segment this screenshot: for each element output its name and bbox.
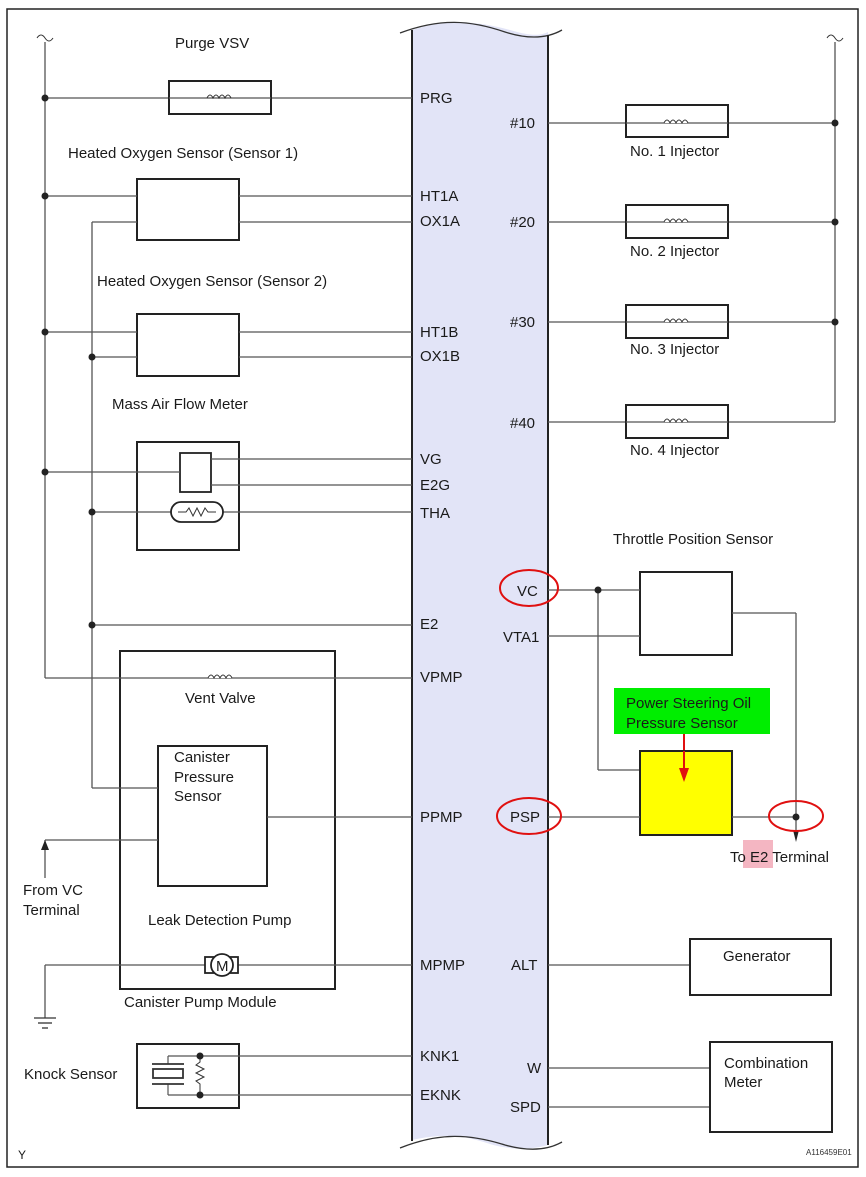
terminal-ox1b: OX1B [420,348,460,365]
label-vent-valve: Vent Valve [185,690,256,707]
knock-resistor-icon [194,1056,206,1095]
label-to-e2-terminal: To E2 Terminal [730,849,829,866]
resistor-icon [178,506,216,518]
label-from-vc-1: From VC [23,882,83,899]
injector-4: No. 4 Injector [548,404,835,459]
motor-icon: M [204,953,239,977]
psp-highlight-ring [496,797,562,835]
injector-3: No. 3 Injector [548,304,839,358]
combination-meter-box [709,1041,833,1133]
terminal-mpmp: MPMP [420,957,465,974]
label-ho2s2: Heated Oxygen Sensor (Sensor 2) [97,273,327,290]
terminal-ox1a: OX1A [420,213,460,230]
label-injector-4: No. 4 Injector [630,442,719,459]
figure-id: A116459E01 [806,1148,852,1157]
label-ho2s1: Heated Oxygen Sensor (Sensor 1) [68,145,298,162]
ps-sensor-box [639,750,733,836]
label-tps: Throttle Position Sensor [613,531,773,548]
label-combination-meter-1: Combination [724,1055,808,1072]
terminal-prg: PRG [420,90,453,107]
label-canister-pump-module: Canister Pump Module [124,994,277,1011]
label-from-vc-2: Terminal [23,902,80,919]
coil-icon [206,94,232,100]
callout-line-1: Power Steering Oil [626,695,751,712]
terminal-psp: PSP [510,809,540,826]
terminal-e2g: E2G [420,477,450,494]
ground-icon [34,1017,56,1029]
break-mark-left [36,34,54,42]
ecu-break-top [399,21,563,38]
label-cps-3: Sensor [174,788,222,805]
ho2s2-box [136,313,240,377]
canister-pressure-sensor-box [157,745,268,887]
terminal-vta1: VTA1 [503,629,539,646]
e2-junction-highlight-ring [768,800,824,832]
injector-2: No. 2 Injector [548,204,839,260]
ecu-body [412,22,548,1149]
terminal-e2: E2 [420,616,438,633]
frame [6,8,859,1168]
terminal-10: #10 [510,115,535,132]
label-cps-1: Canister [174,749,230,766]
label-cps-2: Pressure [174,769,234,786]
callout-line-2: Pressure Sensor [626,715,738,732]
motor-label: M [216,958,229,975]
label-injector-3: No. 3 Injector [630,341,719,358]
vent-valve-coil-icon [207,674,233,680]
intake-air-temp-thermistor [170,501,224,523]
label-injector-2: No. 2 Injector [630,243,719,260]
tps-box [639,571,733,656]
terminal-w: W [527,1060,542,1077]
terminal-alt: ALT [511,957,537,974]
label-knock-sensor: Knock Sensor [24,1066,117,1083]
terminal-tha: THA [420,505,450,522]
corner-mark: Y [18,1148,26,1162]
terminal-20: #20 [510,214,535,231]
injector-1: No. 1 Injector [548,104,839,160]
terminal-30: #30 [510,314,535,331]
terminal-eknk: EKNK [420,1087,461,1104]
arrow-up-icon [41,840,49,850]
terminal-ht1a: HT1A [420,188,458,205]
label-purge-vsv: Purge VSV [175,35,249,52]
label-injector-1: No. 1 Injector [630,143,719,160]
terminal-vg: VG [420,451,442,468]
terminal-vpmp: VPMP [420,669,463,686]
label-maf: Mass Air Flow Meter [112,396,248,413]
arrow-down-icon [793,830,799,842]
break-mark-right [826,34,844,42]
maf-element [179,452,212,493]
terminal-spd: SPD [510,1099,541,1116]
e2-text-highlight [743,840,773,868]
ps-sensor-callout [614,688,770,734]
terminal-ht1b: HT1B [420,324,458,341]
label-generator: Generator [723,948,791,965]
ho2s1-box [136,178,240,241]
terminal-ppmp: PPMP [420,809,463,826]
terminal-knk1: KNK1 [420,1048,459,1065]
piezo-icon [152,1056,184,1095]
terminal-vc: VC [517,583,538,600]
generator-box [689,938,832,996]
label-leak-detection-pump: Leak Detection Pump [148,912,291,929]
label-combination-meter-2: Meter [724,1074,762,1091]
vc-highlight-ring [499,569,559,607]
terminal-40: #40 [510,415,535,432]
ecu-break-bottom [399,1135,563,1150]
